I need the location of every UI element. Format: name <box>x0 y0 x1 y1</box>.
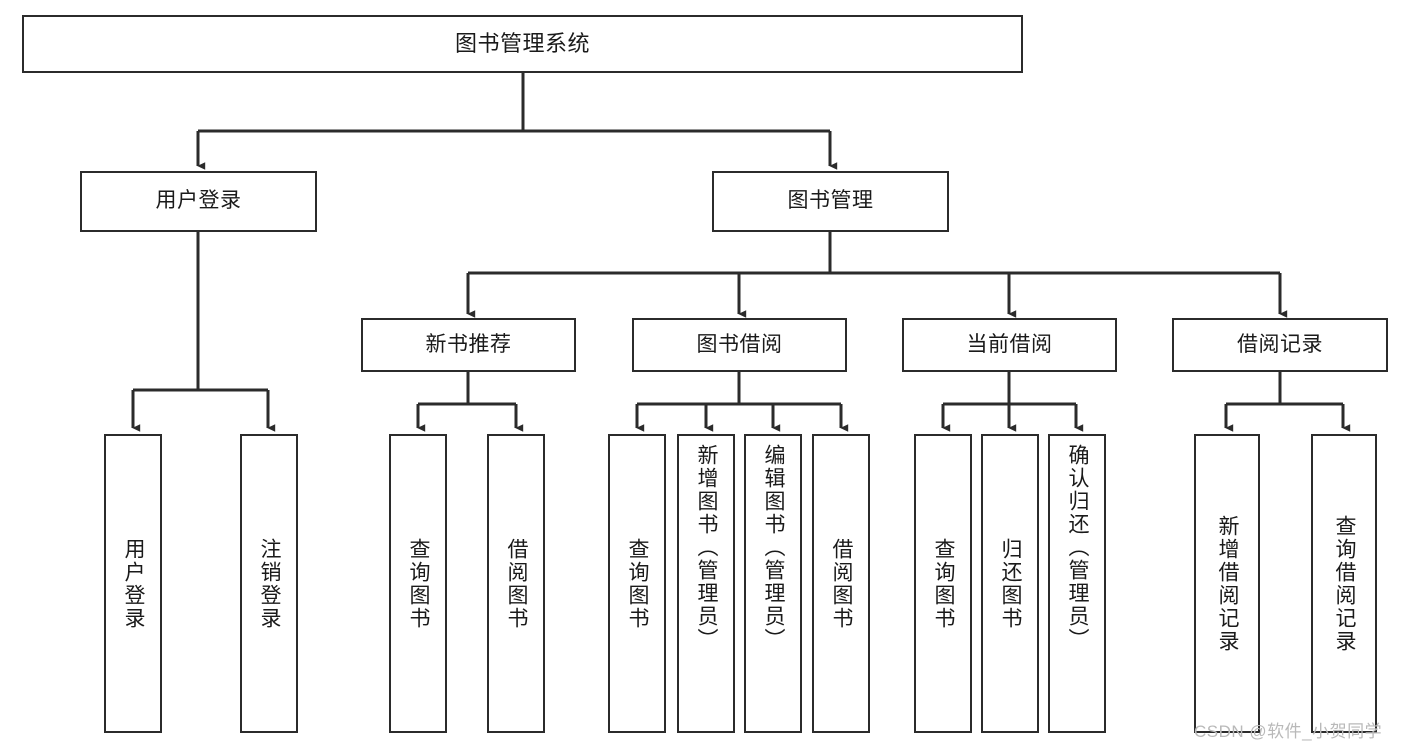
csdn-watermark: CSDN @软件_小贺同学 <box>1194 722 1383 741</box>
node-borrow-record-label: 借阅记录 <box>1237 332 1323 356</box>
node-book-borrow[interactable]: 图书借阅 <box>632 318 847 372</box>
node-leaf-user-login[interactable]: 用户登录 <box>104 434 162 733</box>
node-leaf-borrow-do-borrow-label: 借阅图书 <box>830 537 854 630</box>
node-leaf-recommend-query-book-label: 查询图书 <box>407 537 431 630</box>
node-leaf-current-return-book-label: 归还图书 <box>999 537 1023 630</box>
node-leaf-borrow-query-book-label: 查询图书 <box>626 537 650 630</box>
node-book-manage-label: 图书管理 <box>787 189 874 213</box>
node-leaf-current-query-book[interactable]: 查询图书 <box>914 434 972 733</box>
node-current-borrow[interactable]: 当前借阅 <box>902 318 1117 372</box>
node-leaf-recommend-query-book[interactable]: 查询图书 <box>389 434 447 733</box>
node-leaf-user-logout[interactable]: 注销登录 <box>240 434 298 733</box>
node-leaf-current-query-book-label: 查询图书 <box>932 537 956 630</box>
node-user-login-label: 用户登录 <box>155 189 242 213</box>
node-new-book-recommend-label: 新书推荐 <box>425 332 512 356</box>
node-leaf-borrow-edit-book-label: 编辑图书（管理员） <box>762 444 786 651</box>
node-leaf-borrow-query-book[interactable]: 查询图书 <box>608 434 666 733</box>
node-leaf-record-query[interactable]: 查询借阅记录 <box>1311 434 1377 733</box>
node-user-login[interactable]: 用户登录 <box>80 171 317 232</box>
node-leaf-borrow-add-book-label: 新增图书（管理员） <box>695 444 719 651</box>
node-leaf-current-return-book[interactable]: 归还图书 <box>981 434 1039 733</box>
node-leaf-user-login-label: 用户登录 <box>122 537 146 630</box>
node-leaf-current-confirm-return[interactable]: 确认归还（管理员） <box>1048 434 1106 733</box>
node-root-label: 图书管理系统 <box>454 31 590 57</box>
node-leaf-borrow-add-book[interactable]: 新增图书（管理员） <box>677 434 735 733</box>
node-leaf-borrow-do-borrow[interactable]: 借阅图书 <box>812 434 870 733</box>
node-borrow-record[interactable]: 借阅记录 <box>1172 318 1388 372</box>
node-leaf-record-add[interactable]: 新增借阅记录 <box>1194 434 1260 733</box>
node-leaf-current-confirm-return-label: 确认归还（管理员） <box>1066 444 1090 651</box>
node-leaf-user-logout-label: 注销登录 <box>258 537 282 630</box>
node-current-borrow-label: 当前借阅 <box>966 332 1053 356</box>
node-book-manage[interactable]: 图书管理 <box>712 171 949 232</box>
node-leaf-record-query-label: 查询借阅记录 <box>1333 514 1357 653</box>
node-leaf-recommend-borrow-book[interactable]: 借阅图书 <box>487 434 545 733</box>
node-book-borrow-label: 图书借阅 <box>696 332 783 356</box>
node-root[interactable]: 图书管理系统 <box>22 15 1023 73</box>
node-new-book-recommend[interactable]: 新书推荐 <box>361 318 576 372</box>
node-leaf-record-add-label: 新增借阅记录 <box>1216 514 1240 653</box>
node-leaf-recommend-borrow-book-label: 借阅图书 <box>505 537 529 630</box>
node-leaf-borrow-edit-book[interactable]: 编辑图书（管理员） <box>744 434 802 733</box>
